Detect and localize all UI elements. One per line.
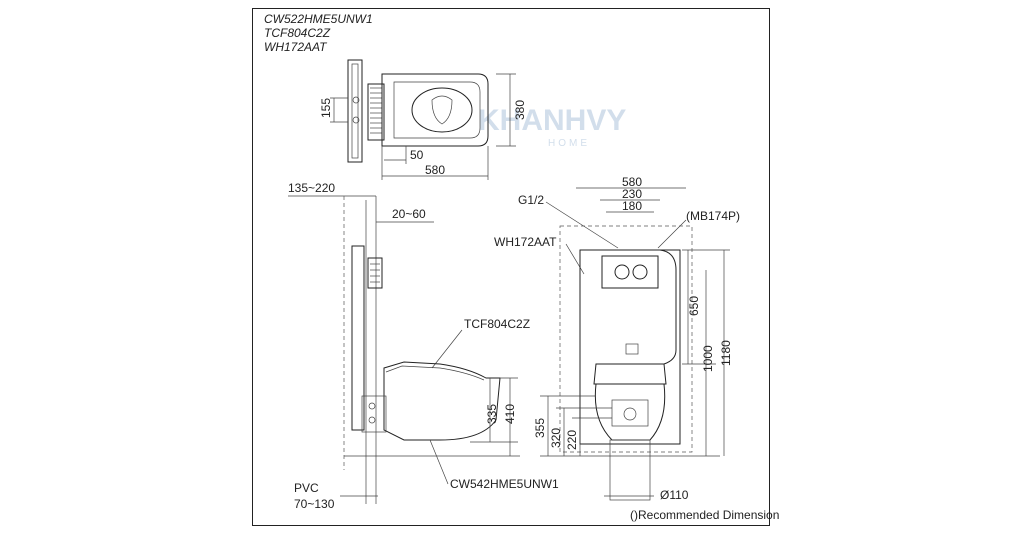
wall-frame-plan (347, 59, 363, 163)
label-tcf804c2z: TCF804C2Z (464, 317, 530, 331)
label-mb174p: (MB174P) (686, 209, 740, 223)
frame-inner (351, 63, 359, 159)
bowl-side (383, 361, 501, 441)
frame-front-outline (559, 225, 693, 453)
dim-20-60: 20~60 (392, 207, 426, 221)
fixing-point (352, 96, 360, 104)
dim-380: 380 (513, 100, 527, 120)
seat-side (385, 365, 485, 381)
dim-580-front: 580 (622, 175, 642, 189)
label-g12: G1/2 (518, 193, 544, 207)
recommended-note: ()Recommended Dimension (630, 508, 779, 522)
bracket-front (611, 399, 649, 427)
dim-230: 230 (622, 187, 642, 201)
leader-line (431, 329, 463, 369)
leader-line (657, 219, 687, 249)
dim-580-top: 580 (425, 163, 445, 177)
flush-plate (601, 255, 659, 289)
dim-1000: 1000 (701, 345, 715, 372)
leader-line (429, 439, 449, 485)
side-view: 135~220 20~60 TCF804C2Z 335 410 PVC 70~1… (288, 181, 559, 511)
label-cw542hme5unw1: CW542HME5UNW1 (450, 477, 559, 491)
flush-button (632, 264, 648, 280)
leader-line (565, 243, 585, 275)
frame-front (579, 249, 681, 445)
drain-shape (431, 95, 453, 125)
bowl-outline-plan (381, 73, 489, 147)
dim-180: 180 (622, 199, 642, 213)
tank-plan (367, 83, 385, 141)
drain-pipe (609, 439, 651, 501)
label-wh172aat: WH172AAT (494, 235, 557, 249)
dim-155: 155 (319, 98, 333, 118)
leader-line (545, 201, 619, 249)
dim-355: 355 (533, 418, 547, 438)
model-code: CW522HME5UNW1 (264, 12, 373, 26)
watermark-sub: HOME (548, 138, 590, 149)
model-code: TCF804C2Z (264, 26, 331, 40)
watermark: KHANHVY HOME (478, 104, 626, 149)
bracket-side (361, 395, 387, 433)
dim-650: 650 (687, 296, 701, 316)
connector (625, 343, 639, 355)
seat-outline (393, 81, 481, 139)
dim-50: 50 (410, 148, 424, 162)
drain-outlet (623, 407, 637, 421)
watermark-brand: KHANHVY (478, 104, 626, 137)
button-panel-side (367, 257, 383, 289)
top-view: 155 380 50 580 (319, 59, 527, 180)
dim-410: 410 (503, 404, 517, 424)
bowl-opening (411, 87, 473, 133)
model-code: WH172AAT (264, 40, 327, 54)
dim-220: 220 (565, 430, 579, 450)
label-pvc: PVC (294, 481, 319, 495)
drawing-frame (252, 8, 770, 526)
supply-pipe (659, 249, 677, 365)
dim-335: 335 (485, 404, 499, 424)
dim-135-220: 135~220 (288, 181, 335, 195)
front-view: 580 230 180 G1/2 (MB174P) WH172AAT Ø110 … (494, 175, 740, 502)
dim-1180: 1180 (719, 340, 733, 366)
bowl-front (594, 383, 666, 441)
dim-70-130: 70~130 (294, 497, 335, 511)
dim-320: 320 (549, 428, 563, 448)
frame-side (351, 245, 365, 431)
fixing-point (352, 116, 360, 124)
seat-front (593, 363, 667, 385)
flush-button (614, 264, 630, 280)
dim-pipe: Ø110 (660, 488, 689, 502)
model-list: CW522HME5UNW1 TCF804C2Z WH172AAT (264, 12, 373, 54)
ribs (370, 87, 382, 134)
